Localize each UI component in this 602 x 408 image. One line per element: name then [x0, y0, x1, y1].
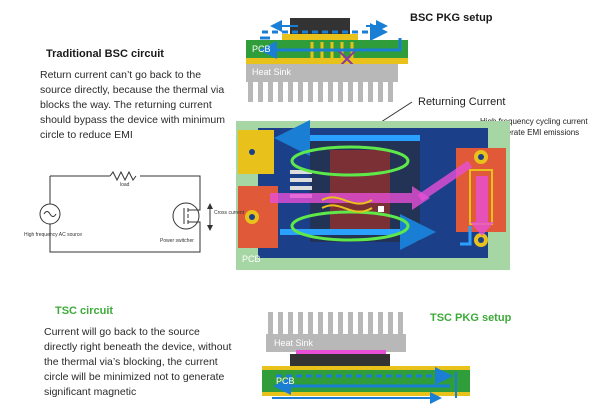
- power-switch-symbol: [172, 202, 200, 230]
- schematic: [39, 170, 213, 253]
- tsc-pkg-title: TSC PKG setup: [430, 312, 512, 324]
- ac-source-label: High frequency AC source: [24, 232, 82, 238]
- tsc-circuit-title: TSC circuit: [55, 305, 114, 317]
- power-switch-label: Power switcher: [160, 238, 194, 244]
- tsc-heatsink-label: Heat Sink: [274, 338, 314, 348]
- layout-top-view: [236, 120, 510, 270]
- cross-current-label: Cross current: [214, 210, 245, 216]
- bsc-heatsink-label: Heat Sink: [252, 67, 292, 77]
- bsc-circuit-description: Return current can’t go back to the sour…: [40, 69, 226, 141]
- layout-pcb-label: PCB: [242, 254, 261, 264]
- tsc-device: [290, 354, 390, 366]
- tsc-pcb-label: PCB: [276, 376, 295, 386]
- tsc-pkg-cross-section: [262, 312, 470, 404]
- bsc-heatsink: [246, 64, 398, 82]
- bsc-pcb-label: PCB: [252, 44, 271, 54]
- load-label: load: [120, 182, 130, 188]
- returning-pointer: [377, 101, 413, 125]
- bsc-pkg-title: BSC PKG setup: [410, 12, 493, 24]
- tsc-heatsink: [266, 334, 406, 352]
- bsc-pkg-cross-section: [246, 18, 408, 102]
- emi-note: High frequency cycling current will gene…: [480, 117, 588, 137]
- tsc-circuit-description: Current will go back to the source direc…: [44, 326, 232, 398]
- bsc-circuit-title: Traditional BSC circuit: [46, 48, 164, 60]
- returning-current-label: Returning Current: [418, 96, 506, 108]
